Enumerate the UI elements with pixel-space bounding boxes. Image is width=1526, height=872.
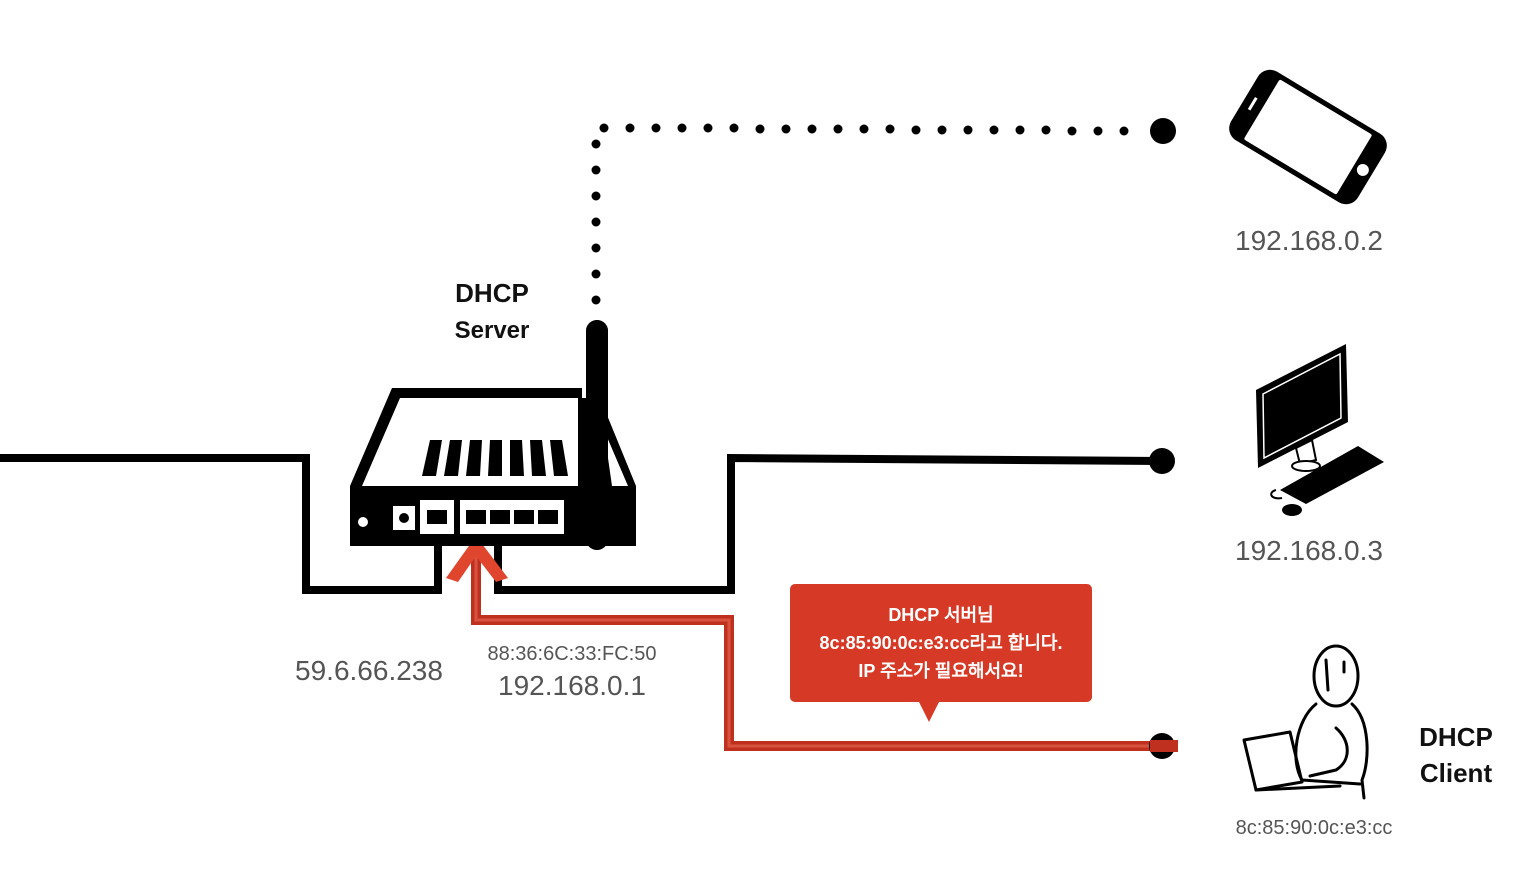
client-label-line1: DHCP xyxy=(1419,722,1493,752)
phone-connection-node xyxy=(1150,118,1176,144)
client-mac-label: 8c:85:90:0c:e3:cc xyxy=(1236,817,1393,839)
request-arrow-head xyxy=(446,536,508,582)
dhcp-request-message-bubble: DHCP 서버님 8c:85:90:0c:e3:cc라고 합니다. IP 주소가… xyxy=(790,584,1092,702)
desktop-ip-label: 192.168.0.3 xyxy=(1235,535,1383,566)
router-icon xyxy=(350,320,636,550)
server-label-line2: Server xyxy=(455,317,530,344)
router-lan-mac-label: 88:36:6C:33:FC:50 xyxy=(488,643,657,665)
message-bubble-tail xyxy=(918,700,940,722)
message-line-1: DHCP 서버님 xyxy=(888,605,994,625)
desktop-connection-node xyxy=(1149,448,1175,474)
message-line-2: 8c:85:90:0c:e3:cc라고 합니다. xyxy=(819,633,1063,653)
desktop-computer-icon xyxy=(1256,344,1384,516)
wan-ip-label: 59.6.66.238 xyxy=(295,655,443,686)
wan-cable xyxy=(0,454,442,594)
person-laptop-icon xyxy=(1242,644,1369,800)
router-lan-ip-label: 192.168.0.1 xyxy=(498,670,646,701)
message-line-3: IP 주소가 필요해서요! xyxy=(858,661,1024,681)
wireless-link-phone xyxy=(591,123,1129,305)
phone-ip-label: 192.168.0.2 xyxy=(1235,225,1383,256)
client-label-line2: Client xyxy=(1420,758,1493,788)
server-label-line1: DHCP xyxy=(455,278,529,308)
smartphone-icon xyxy=(1229,69,1387,205)
